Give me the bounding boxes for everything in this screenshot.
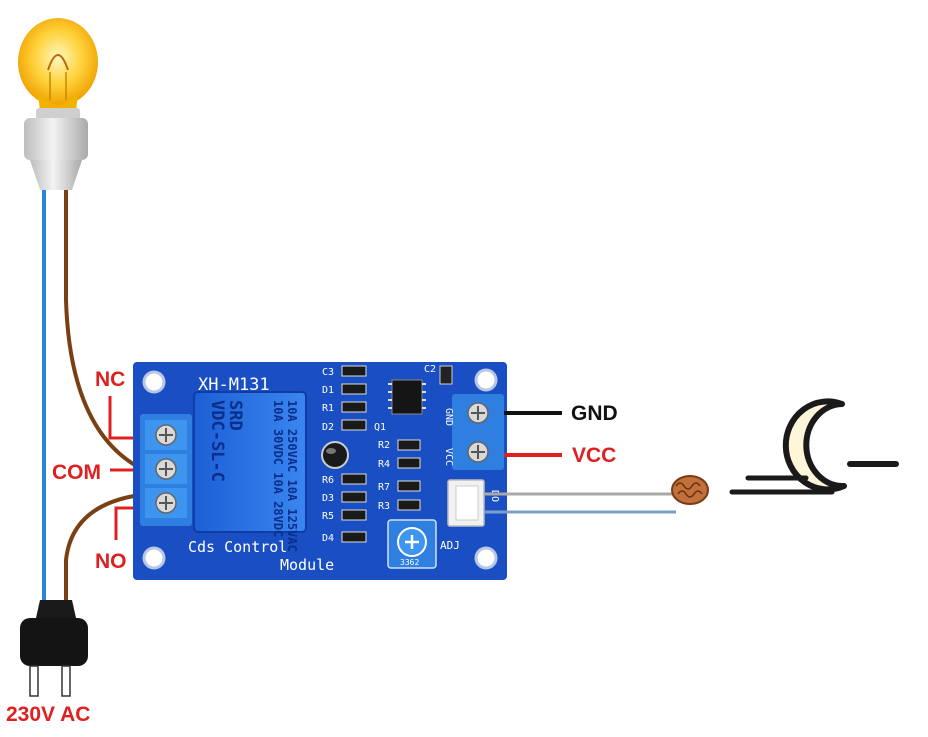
relay-model: SRD [225,400,245,431]
component-c2: C2 [424,364,436,375]
live-wire-from-no [64,493,141,600]
component-d1: D1 [322,385,334,396]
component-d4: D4 [322,533,334,544]
component-d3: D3 [322,493,334,504]
smd-components: C3 D1 R1 D2 Q1 R2 R4 R6 D3 R7 R5 R3 D [321,364,453,544]
nc-label: NC [95,368,126,391]
component-r7: R7 [378,482,390,493]
power-plug-icon [20,600,88,697]
pin-do-label: DO [489,490,500,502]
pin-vcc-label: VCC [443,448,454,466]
vcc-label: VCC [572,444,617,467]
no-pointer [114,506,140,540]
no-label: NO [95,550,127,573]
pot-code: 3362 [400,558,419,567]
potentiometer: 3362 ADJ [387,519,460,569]
relay-screw-terminal [140,414,192,526]
com-label: COM [52,461,101,484]
relay-voltage: VDC-SL-C [207,400,227,482]
pin-gnd-label: GND [443,408,454,426]
module-title-line1: Cds Control [188,538,287,556]
relay-rating-2: 10A 30VDC 10A 28VDC [271,400,285,537]
pot-label: ADJ [440,539,460,552]
module-model-label: XH-M131 [198,375,270,395]
component-r2: R2 [378,440,390,451]
power-screw-terminal: GND VCC [443,394,504,470]
ldr-sensor-icon [671,475,709,505]
ac-voltage-label: 230V AC [6,703,91,726]
moon-night-icon [729,398,899,495]
relay-module-board: 10A 250VAC 10A 125VAC 10A 30VDC 10A 28VD… [133,362,507,580]
nc-pointer [108,396,140,440]
component-q1: Q1 [374,422,386,433]
live-wire-to-nc [64,190,141,470]
relay-rating-1: 10A 250VAC 10A 125VAC [285,400,299,552]
component-r4: R4 [378,459,390,470]
component-r5: R5 [322,511,334,522]
component-r3: R3 [378,501,390,512]
relay-component: 10A 250VAC 10A 125VAC 10A 30VDC 10A 28VD… [193,391,307,552]
component-r1: R1 [322,403,334,414]
component-d2: D2 [322,422,334,433]
component-r6: R6 [322,475,334,486]
gnd-label: GND [571,402,618,425]
module-title-line2: Module [280,556,334,574]
component-c3: C3 [322,367,334,378]
sensor-connector: DO [447,479,500,527]
light-bulb-icon [18,18,98,190]
